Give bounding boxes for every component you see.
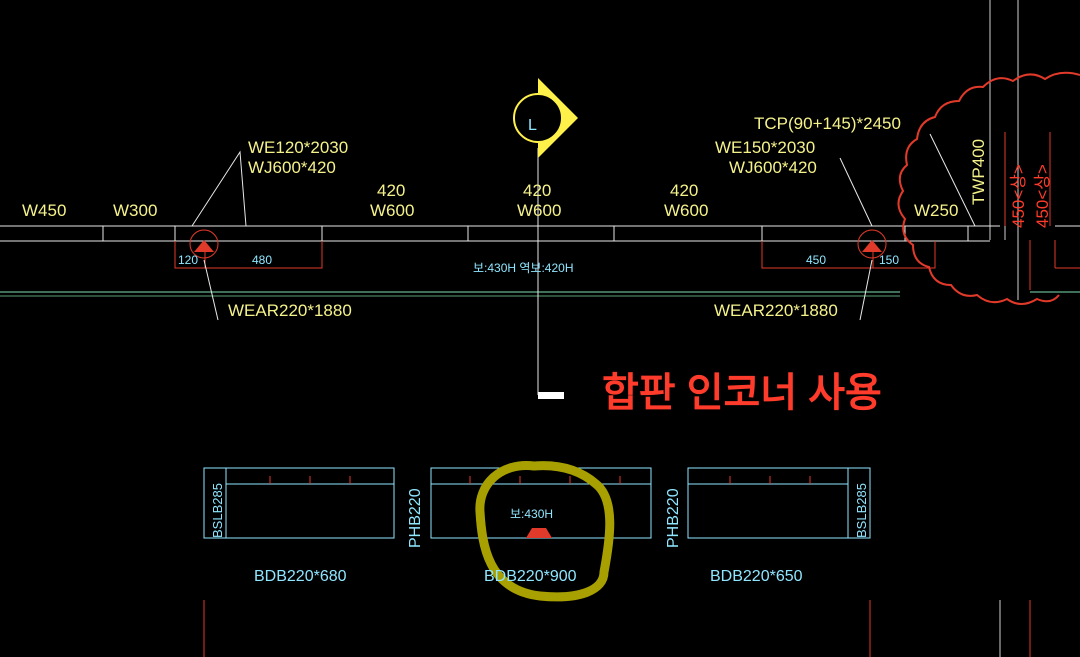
- label-twp: TWP400: [969, 139, 988, 205]
- label-wj-left: WJ600*420: [248, 158, 336, 177]
- section-marker-letter: L: [528, 117, 537, 134]
- label-beam-mid: 보:430H 역보:420H: [473, 261, 574, 275]
- label-dim120: 120: [178, 253, 198, 267]
- label-wear-left: WEAR220*1880: [228, 301, 352, 320]
- label-we-left: WE120*2030: [248, 138, 348, 157]
- label-bdb-left: BDB220*680: [254, 568, 347, 585]
- label-dim150: 150: [879, 253, 899, 267]
- label-dim420-1: 420: [377, 181, 405, 200]
- label-vertical-450-1: 450<상>: [1009, 164, 1028, 228]
- label-tcp: TCP(90+145)*2450: [754, 114, 901, 133]
- wall-lines: [0, 225, 1080, 297]
- note-korean: 합판 인코너 사용: [602, 371, 882, 415]
- label-vertical-450-2: 450<상>: [1033, 164, 1052, 228]
- corner-marker-right[interactable]: [857, 229, 887, 259]
- label-w250: W250: [914, 201, 958, 220]
- label-we-right: WE150*2030: [715, 138, 815, 157]
- label-bslb-right: BSLB285: [854, 483, 869, 538]
- label-w600-2: W600: [517, 201, 561, 220]
- section-marker[interactable]: [513, 78, 578, 399]
- section-ticks: [269, 476, 811, 484]
- bottom-lines: [203, 600, 1031, 657]
- label-phb-left: PHB220: [407, 488, 424, 548]
- label-dim480: 480: [252, 253, 272, 267]
- beam-section-marker[interactable]: [526, 528, 552, 538]
- label-beam-section: 보:430H: [510, 507, 553, 521]
- label-phb-right: PHB220: [665, 488, 682, 548]
- highlight-circle[interactable]: [475, 461, 615, 602]
- label-w450: W450: [22, 201, 66, 220]
- label-w600-3: W600: [664, 201, 708, 220]
- label-w600-1: W600: [370, 201, 414, 220]
- label-bdb-right: BDB220*650: [710, 568, 803, 585]
- corner-marker-left[interactable]: [189, 229, 219, 259]
- label-dim420-3: 420: [670, 181, 698, 200]
- leader-lines: [191, 133, 976, 321]
- label-wear-right: WEAR220*1880: [714, 301, 838, 320]
- label-bdb-mid: BDB220*900: [484, 568, 577, 585]
- revision-cloud[interactable]: [897, 71, 1080, 305]
- grid-lines: [989, 0, 1019, 300]
- label-dim420-2: 420: [523, 181, 551, 200]
- label-dim450: 450: [806, 253, 826, 267]
- label-wj-right: WJ600*420: [729, 158, 817, 177]
- label-w300: W300: [113, 201, 157, 220]
- label-bslb-left: BSLB285: [210, 483, 225, 538]
